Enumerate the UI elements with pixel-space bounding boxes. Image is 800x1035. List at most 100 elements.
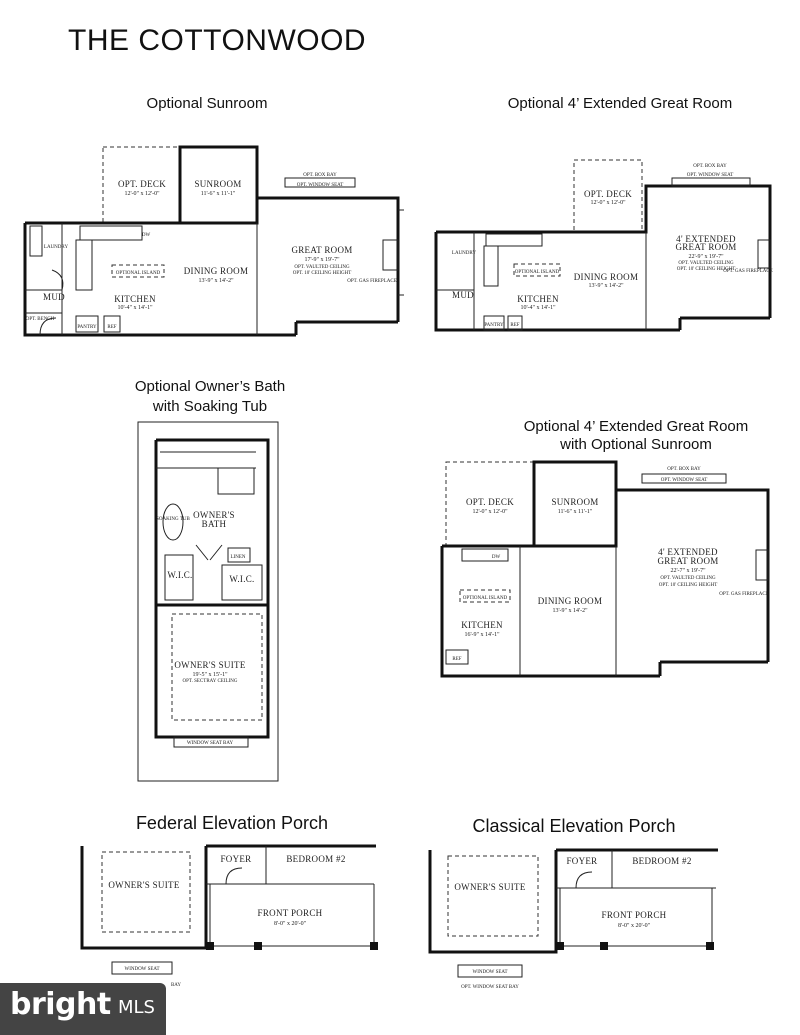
room-label: PANTRY [77, 325, 97, 330]
room-label: MUD [452, 290, 474, 300]
room-label: OPT. WINDOW SEAT [297, 183, 344, 188]
room-label: OPT. VAULTED CEILING [660, 576, 716, 581]
house-walls-left [23, 223, 296, 337]
room-label: KITCHEN [114, 294, 156, 304]
room-label: DW [142, 233, 151, 238]
room-label: W.I.C. [167, 570, 192, 580]
room-label: OPT. WINDOW SEAT BAY [461, 985, 519, 990]
room-label: 12'-0" x 12'-0" [124, 191, 160, 197]
room-label: FRONT PORCH [258, 908, 323, 918]
house-walls-top [25, 196, 400, 322]
house-walls-top-4 [442, 488, 770, 662]
room-label: BEDROOM #2 [286, 854, 345, 864]
section-title-classical: Classical Elevation Porch [472, 816, 676, 836]
room-label: 12'-0" x 12'-0" [472, 509, 508, 515]
room-label: SOAKING TUB [156, 517, 190, 522]
room-label: DINING ROOM [538, 596, 603, 606]
section-title-federal: Federal Elevation Porch [135, 813, 329, 833]
federal-porch-outline [209, 884, 375, 947]
room-label: W.I.C. [229, 574, 254, 584]
room-label: BATH [202, 519, 227, 529]
room-label: OPT. VAULTED CEILING [678, 261, 734, 266]
room-label: FOYER [220, 854, 251, 864]
room-label: GREAT ROOM [657, 556, 718, 566]
room-label: OPT. DECK [584, 189, 632, 199]
room-label: REF [107, 325, 116, 330]
room-label: 19'-5" x 15'-1" [192, 672, 228, 678]
room-label: 22'-9" x 19'-7" [688, 254, 724, 260]
room-label: WINDOW SEAT [472, 970, 507, 975]
room-label: KITCHEN [461, 620, 503, 630]
bath-frame [137, 421, 279, 782]
room-label: REF [452, 657, 461, 662]
classical-porch-outline [559, 888, 713, 947]
room-label: BAY [171, 983, 181, 988]
room-label: OPT. 10' CEILING HEIGHT [659, 583, 718, 588]
room-label: 16'-9" x 14'-1" [464, 632, 500, 638]
soaking-tub [162, 503, 184, 541]
room-label: OPT. GAS FIREPLACE [347, 279, 397, 284]
room-label: GREAT ROOM [675, 242, 736, 252]
house-walls-left-2 [434, 232, 680, 332]
tray-ceiling [171, 613, 263, 721]
room-label: 17'-9" x 19'-7" [304, 257, 340, 263]
room-label: OPT. DECK [466, 497, 514, 507]
room-label: OPT. SECTRAY CEILING [183, 679, 238, 684]
room-label: MUD [43, 292, 65, 302]
section-title-bath-2: with Soaking Tub [152, 398, 268, 415]
section-title-sunroom: Optional Sunroom [146, 95, 268, 112]
section-title-ext-sun-1: Optional 4’ Extended Great Room [523, 418, 749, 435]
room-label: BEDROOM #2 [632, 856, 691, 866]
bath-walls [154, 438, 270, 739]
room-label: FOYER [566, 856, 597, 866]
room-label: LINEN [231, 555, 246, 560]
logo-brand-text: bright [10, 987, 111, 1022]
room-label: 13'-9" x 14'-2" [552, 608, 588, 614]
island-outline [111, 264, 165, 278]
room-label: DINING ROOM [184, 266, 249, 276]
room-label: LAUNDRY [44, 245, 69, 250]
room-label: GREAT ROOM [291, 245, 352, 255]
room-label: 13'-9" x 14'-2" [198, 278, 234, 284]
bright-mls-logo: bright MLS [0, 983, 166, 1035]
room-label: OPTIONAL ISLAND [515, 270, 560, 275]
room-label: OPT. BOX BAY [667, 467, 701, 472]
room-label: 13'-9" x 14'-2" [588, 283, 624, 289]
room-label: OPT. WINDOW SEAT [687, 173, 734, 178]
room-label: 12'-0" x 12'-0" [590, 200, 626, 206]
room-label: REF [510, 323, 519, 328]
room-label: KITCHEN [517, 294, 559, 304]
federal-suite-walls [80, 846, 208, 950]
room-label: DINING ROOM [574, 272, 639, 282]
room-label: WINDOW SEAT BAY [187, 741, 234, 746]
room-label: OWNER'S SUITE [174, 660, 245, 670]
house-walls-top-2 [436, 184, 772, 318]
room-label: OWNER'S SUITE [454, 882, 525, 892]
room-label: 22'-7" x 19'-7" [670, 568, 706, 574]
room-label: 8'-0" x 20'-0" [618, 923, 651, 929]
room-label: OPT. BOX BAY [303, 173, 337, 178]
room-label: 10'-4" x 14'-1" [117, 305, 153, 311]
section-title-bath-1: Optional Owner’s Bath [134, 378, 286, 395]
room-label: WINDOW SEAT [124, 967, 159, 972]
room-label: OPT. BOX BAY [693, 164, 727, 169]
room-label: 11'-6" x 11'-1" [558, 509, 593, 515]
house-walls-left-4 [440, 546, 660, 678]
room-label: 10'-4" x 14'-1" [520, 305, 556, 311]
room-label: OPT. 10' CEILING HEIGHT [293, 271, 352, 276]
section-title-extended: Optional 4’ Extended Great Room [507, 95, 733, 112]
room-label: 4' EXTENDED [658, 547, 718, 557]
room-label: OPTIONAL ISLAND [116, 271, 161, 276]
room-label: OWNER'S [193, 510, 235, 520]
logo-mls-text: MLS [118, 997, 155, 1018]
room-label: 11'-6" x 11'-1" [201, 191, 236, 197]
classical-suite-walls [428, 850, 558, 954]
room-label: FRONT PORCH [602, 910, 667, 920]
room-label: OPT. BENCH [26, 317, 55, 322]
room-label: DW [492, 555, 501, 560]
room-label: 8'-0" x 20'-0" [274, 921, 307, 927]
